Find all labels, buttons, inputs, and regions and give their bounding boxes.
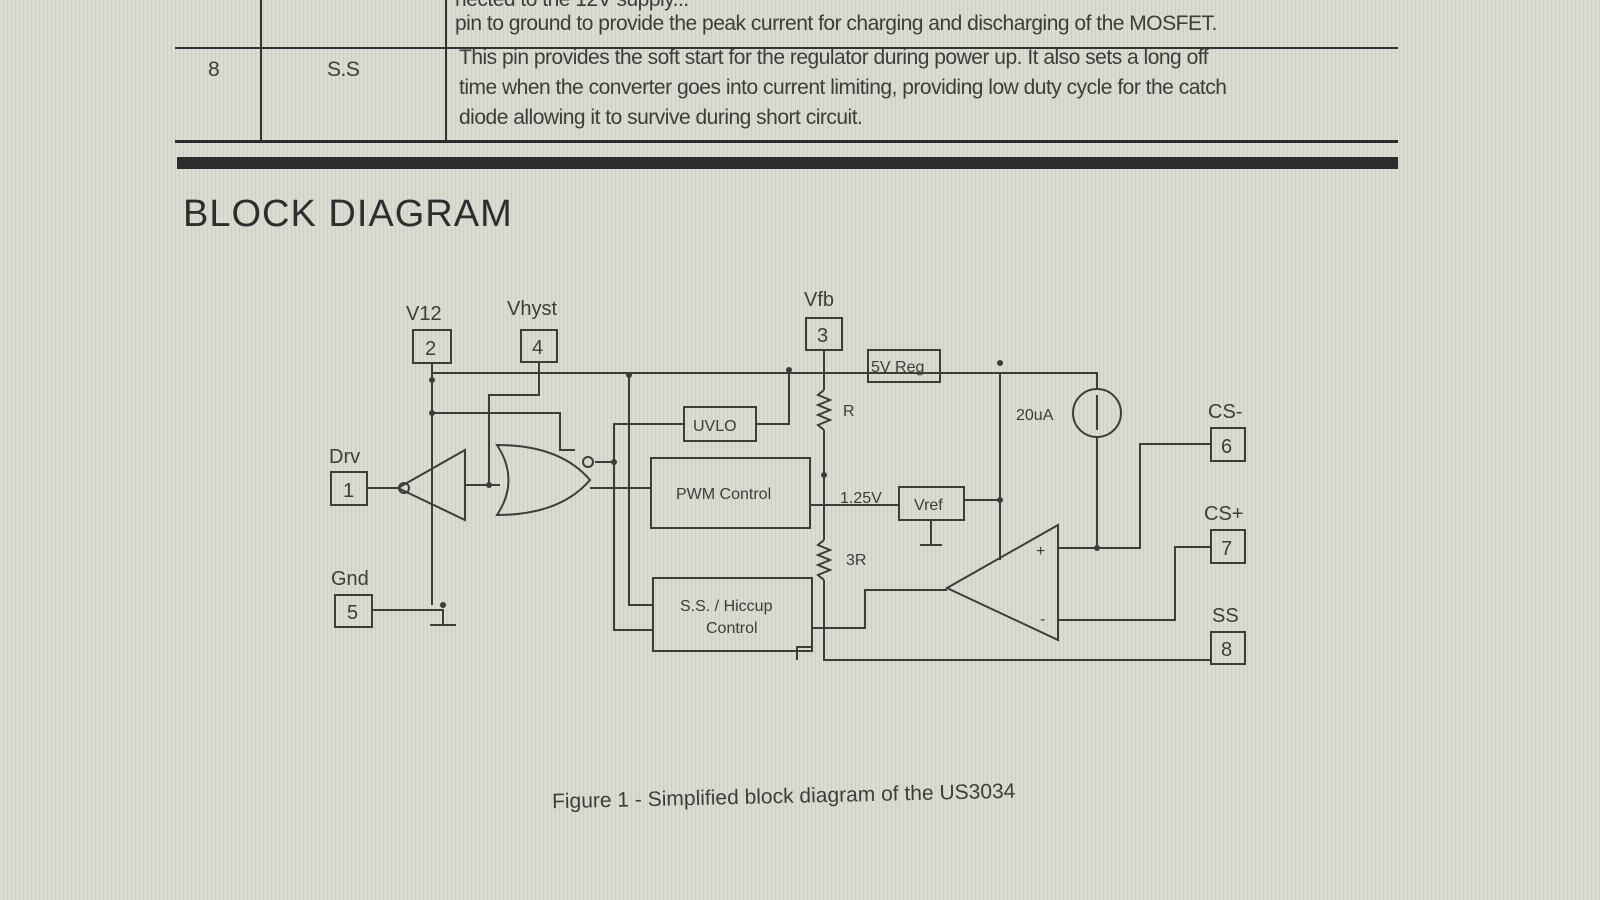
comparator-plus: + <box>1036 543 1045 560</box>
row-divider <box>175 47 1398 49</box>
pin-label-cs-minus: CS- <box>1208 401 1242 423</box>
regulator-block <box>867 349 941 383</box>
comparator-icon <box>944 523 1059 642</box>
table-divider <box>260 0 262 140</box>
regulator-label: 5V Reg <box>871 359 924 376</box>
ss-hiccup-label-2: Control <box>706 620 758 637</box>
inverter-bubble-icon <box>398 482 410 494</box>
pin-number-5: 5 <box>347 602 358 624</box>
uvlo-block <box>683 406 757 442</box>
uvlo-label: UVLO <box>693 418 737 435</box>
current-source-icon <box>1072 388 1122 438</box>
ss-hiccup-block <box>652 577 813 652</box>
pin-label-drv: Drv <box>329 446 360 468</box>
pin-number-1: 1 <box>343 480 354 502</box>
or-gate-icon <box>495 443 592 517</box>
pin-number-8: 8 <box>1221 639 1232 661</box>
section-rule <box>177 157 1398 169</box>
pin-label-ss: SS <box>1212 605 1239 627</box>
pin-label-cs-plus: CS+ <box>1204 503 1243 525</box>
current-source-label: 20uA <box>1016 407 1054 424</box>
pin-description-table: nected to the 12V supply... pin to groun… <box>175 0 1398 143</box>
pin-boxes <box>330 317 1246 665</box>
pin-name: S.S <box>327 58 360 81</box>
inverter-bubble-icon <box>582 456 594 468</box>
wires <box>367 350 1212 661</box>
pwm-control-label: PWM Control <box>676 486 771 503</box>
vref-block <box>898 486 965 521</box>
pin-label-vfb: Vfb <box>804 289 834 311</box>
row-description: pin to ground to provide the peak curren… <box>455 12 1217 35</box>
ss-hiccup-label: S.S. / Hiccup <box>680 598 773 615</box>
row-description: diode allowing it to survive during shor… <box>459 106 863 129</box>
pin-number-2: 2 <box>425 338 436 360</box>
resistor-3r-label: 3R <box>846 552 866 569</box>
pin-number-6: 6 <box>1221 436 1232 458</box>
pin-number: 8 <box>208 58 220 81</box>
junctions <box>429 360 1100 608</box>
pwm-control-block <box>650 457 811 529</box>
comparator-minus: - <box>1040 611 1045 628</box>
driver-buffer-icon <box>395 448 466 522</box>
pin-label-gnd: Gnd <box>331 568 369 590</box>
row-description: This pin provides the soft start for the… <box>459 46 1209 69</box>
pin-number-4: 4 <box>532 337 543 359</box>
pin-label-v12: V12 <box>406 303 442 325</box>
section-heading: BLOCK DIAGRAM <box>183 193 513 235</box>
row-description: nected to the 12V supply... <box>455 0 689 12</box>
resistor-r-label: R <box>843 403 855 420</box>
pin-number-7: 7 <box>1221 538 1232 560</box>
row-description: time when the converter goes into curren… <box>459 76 1227 99</box>
pin-label-vhyst: Vhyst <box>507 298 557 320</box>
pin-number-3: 3 <box>817 325 828 347</box>
table-divider <box>445 0 447 140</box>
vref-label: Vref <box>914 497 943 514</box>
voltage-label: 1.25V <box>840 490 882 507</box>
